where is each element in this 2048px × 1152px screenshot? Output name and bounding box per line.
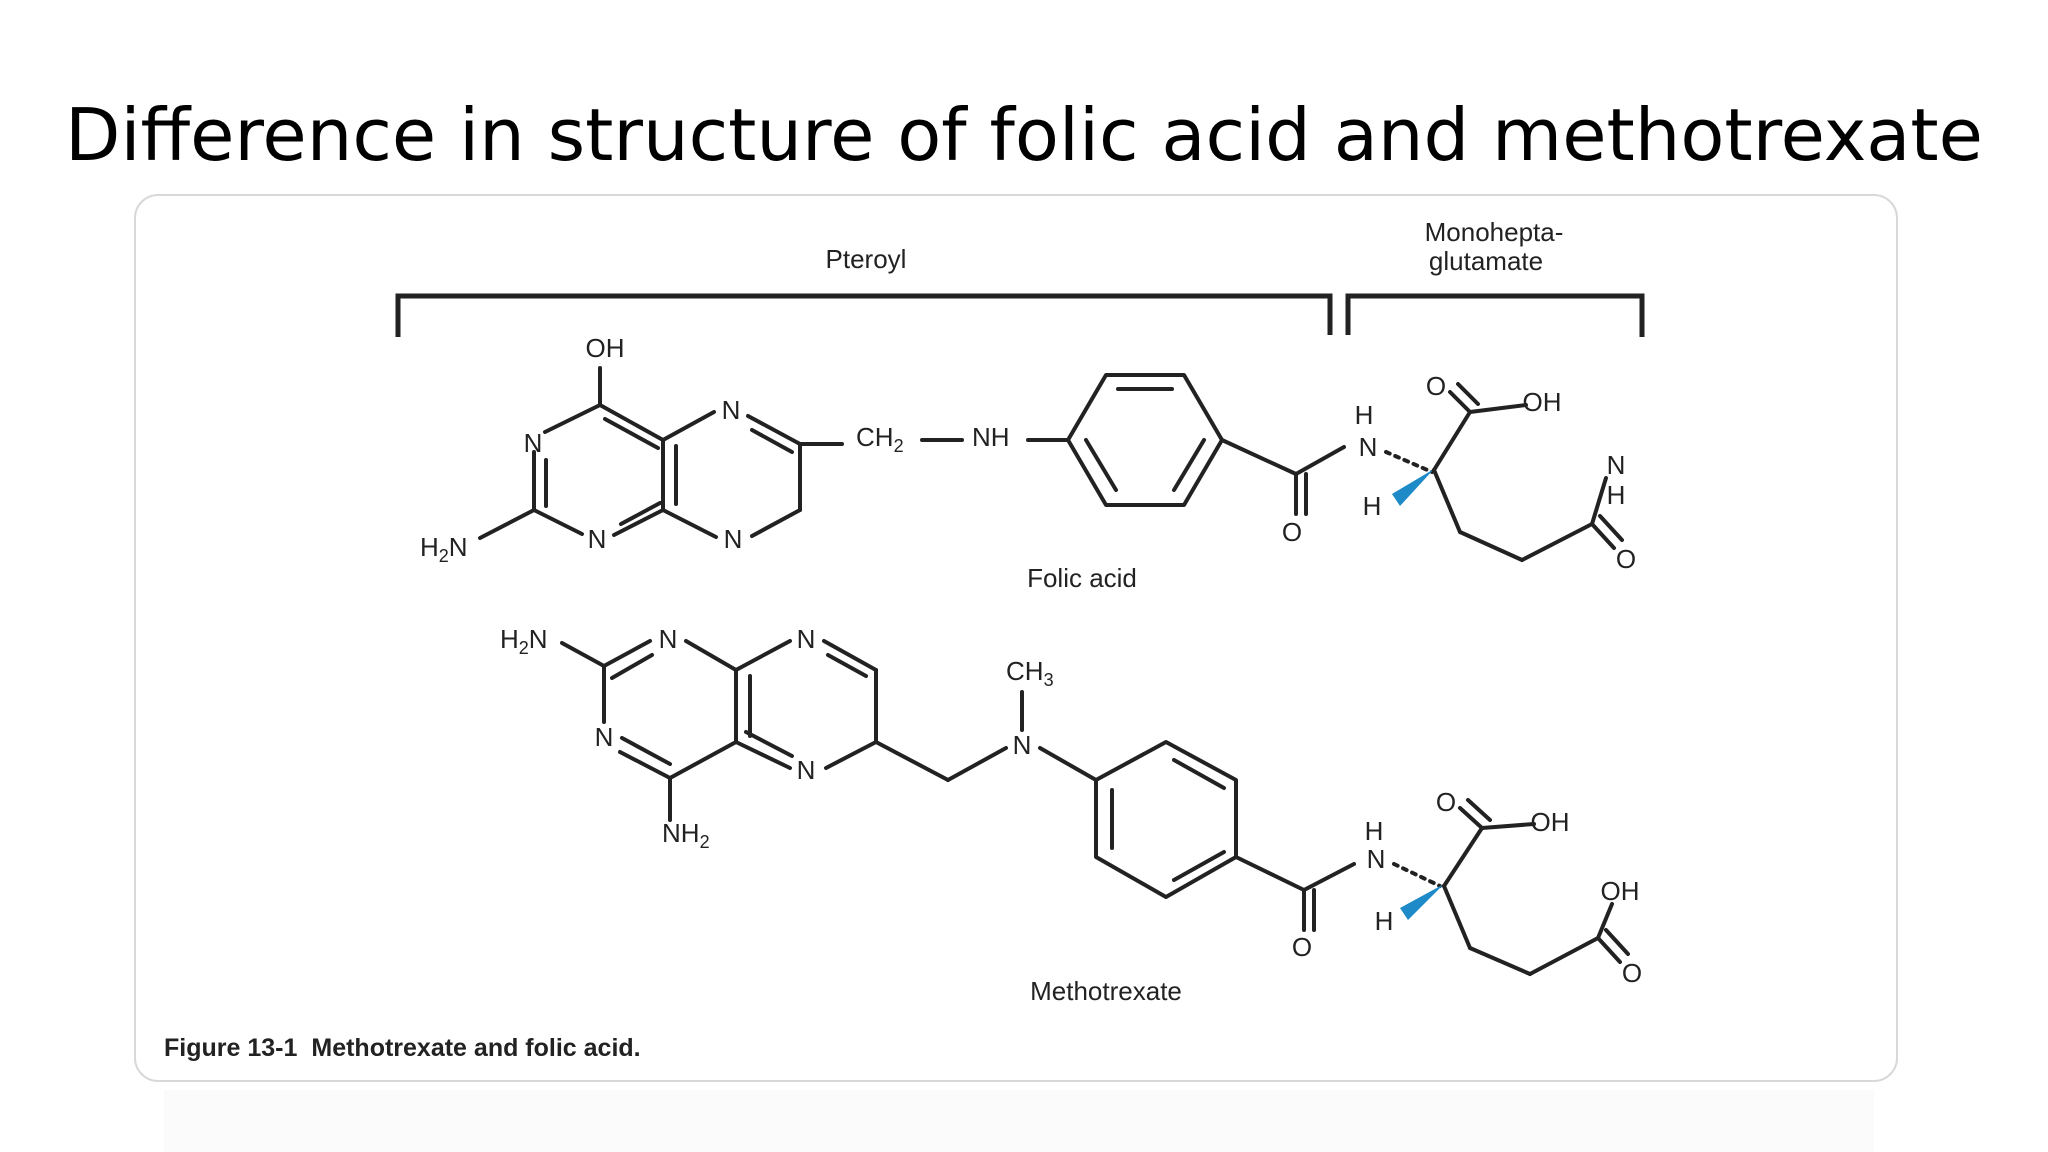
fa-atom-acid-oh: OH	[1523, 387, 1562, 417]
stereo-wedge-folic	[1392, 469, 1434, 506]
fa-atom-carbonyl-o: O	[1282, 517, 1302, 547]
mtx-atom-acid-o: O	[1436, 787, 1456, 817]
mtx-atom-side-o: O	[1622, 958, 1642, 988]
fa-atom-alpha-h: H	[1363, 491, 1382, 521]
mtx-atom-h2n: H2N	[500, 624, 548, 658]
fa-atom-n-top: N	[722, 395, 741, 425]
fa-atom-nh: NH	[972, 422, 1010, 452]
fa-atom-ch2: CH2	[856, 422, 904, 456]
mtx-atom-n-top-left: N	[659, 624, 678, 654]
mtx-atom-n-left: N	[595, 722, 614, 752]
stereo-wedge-mtx	[1400, 884, 1444, 920]
fa-atom-amide-h: H	[1355, 400, 1374, 430]
fa-atom-h2n: H2N	[420, 532, 468, 566]
caption-text: Methotrexate and folic acid.	[311, 1034, 640, 1062]
slide-title: Difference in structure of folic acid an…	[65, 93, 1983, 177]
fa-atom-side-h: H	[1607, 480, 1626, 510]
mtx-atom-n-bottom: N	[797, 755, 816, 785]
figure-frame	[134, 194, 1898, 1082]
mtx-atom-acid-oh: OH	[1531, 807, 1570, 837]
fa-atom-n-bottom-left: N	[588, 524, 607, 554]
mtx-atom-ch3: CH3	[1006, 656, 1054, 690]
fa-atom-n-left: N	[524, 428, 543, 458]
folic-acid-structure	[478, 366, 1624, 562]
mtx-atom-carbonyl-o: O	[1292, 932, 1312, 962]
label-glutamate-1: Monohepta-	[1425, 217, 1564, 247]
fa-atom-amide-n: N	[1359, 432, 1378, 462]
fa-atom-n-bottom-right: N	[724, 524, 743, 554]
fa-atom-side-o: O	[1616, 544, 1636, 574]
mtx-atom-nh2: NH2	[662, 818, 710, 852]
fa-atom-acid-o: O	[1426, 371, 1446, 401]
methotrexate-structure	[560, 639, 1630, 976]
mtx-atom-amide-n: N	[1367, 844, 1386, 874]
mtx-atom-alpha-h: H	[1375, 906, 1394, 936]
label-glutamate-2: glutamate	[1429, 246, 1543, 276]
mtx-atom-n-top-right: N	[797, 624, 816, 654]
folic-acid-name: Folic acid	[1027, 563, 1137, 593]
mtx-atom-side-oh: OH	[1601, 876, 1640, 906]
methotrexate-name: Methotrexate	[1030, 976, 1182, 1006]
mtx-atom-n-methyl: N	[1013, 730, 1032, 760]
figure-caption: Figure 13-1 Methotrexate and folic acid.	[164, 1034, 641, 1062]
label-pteroyl: Pteroyl	[826, 244, 907, 274]
bracket-pteroyl	[395, 293, 1333, 337]
fa-atom-oh-top: OH	[586, 333, 625, 363]
mtx-atom-amide-h: H	[1365, 816, 1384, 846]
fa-atom-side-n: N	[1607, 450, 1626, 480]
bracket-glutamate	[1345, 293, 1645, 337]
figure-shadow	[164, 1090, 1874, 1152]
caption-number: Figure 13-1	[164, 1034, 297, 1062]
